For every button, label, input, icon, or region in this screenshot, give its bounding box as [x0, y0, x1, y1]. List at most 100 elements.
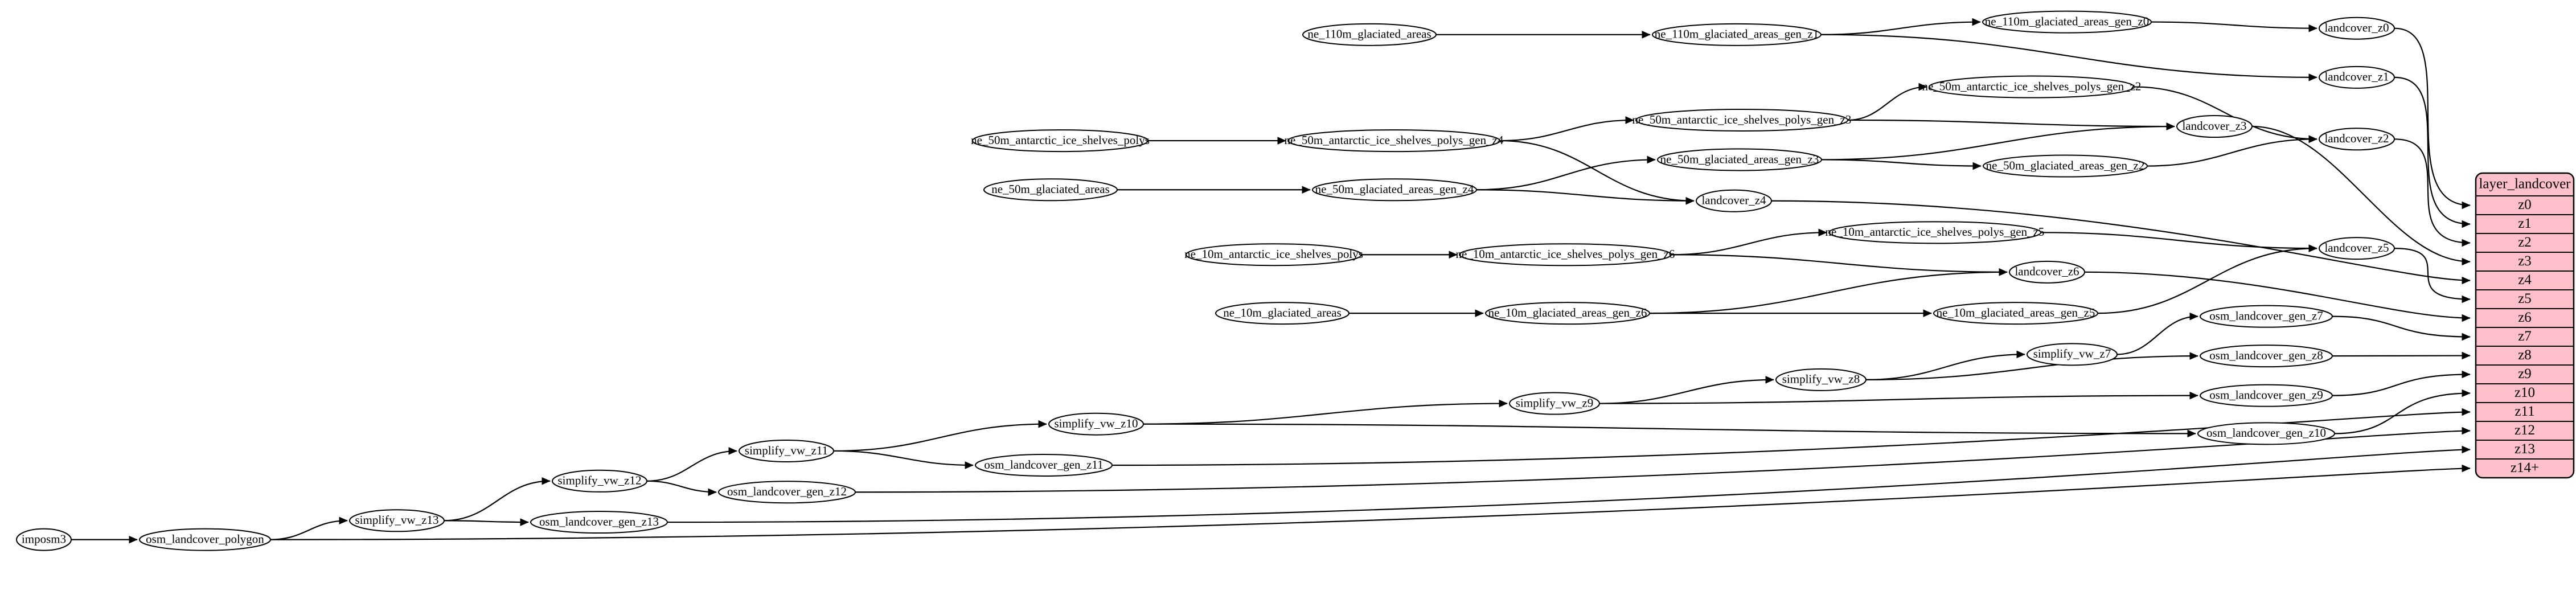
- graph-node-ne-110m-glaciated-areas[interactable]: ne_110m_glaciated_areas: [1302, 23, 1437, 46]
- table-row-label: z0: [2518, 197, 2532, 212]
- graph-node-simplify-vw-z12[interactable]: simplify_vw_z12: [552, 469, 647, 493]
- graph-node-label: ne_50m_glaciated_areas: [991, 182, 1110, 196]
- graph-node-ne-50m-antarctic-ice-shelves-polys-gen-z3[interactable]: ne_50m_antarctic_ice_shelves_polys_gen_z…: [1632, 108, 1852, 132]
- graph-node-ne-50m-glaciated-areas-gen-z3[interactable]: ne_50m_glaciated_areas_gen_z3: [1657, 148, 1822, 171]
- graph-node-ne-10m-antarctic-ice-shelves-polys[interactable]: ne_10m_antarctic_ice_shelves_polys: [1184, 243, 1363, 266]
- graph-node-landcover-z5[interactable]: landcover_z5: [2319, 237, 2395, 260]
- graph-edge: [2147, 135, 2317, 167]
- table-row[interactable]: z5: [2476, 289, 2574, 309]
- table-row[interactable]: z1: [2476, 214, 2574, 234]
- graph-node-osm-landcover-gen-z13[interactable]: osm_landcover_gen_z13: [530, 511, 668, 534]
- graph-edge: [1820, 18, 1981, 35]
- graph-node-label: ne_110m_glaciated_areas_gen_z1: [1655, 27, 1819, 41]
- table-row[interactable]: z0: [2476, 195, 2574, 215]
- graph-node-landcover-z4[interactable]: landcover_z4: [1696, 189, 1772, 212]
- graph-edge: [1820, 34, 2317, 81]
- graph-edge: [1847, 119, 2175, 130]
- graph-node-landcover-z3[interactable]: landcover_z3: [2176, 115, 2253, 138]
- graph-node-label: ne_10m_antarctic_ice_shelves_polys: [1184, 247, 1363, 261]
- graph-node-ne-10m-antarctic-ice-shelves-polys-gen-z6[interactable]: ne_10m_antarctic_ice_shelves_polys_gen_z…: [1456, 243, 1675, 266]
- graph-node-landcover-z2[interactable]: landcover_z2: [2319, 128, 2395, 151]
- graph-node-simplify-vw-z10[interactable]: simplify_vw_z10: [1048, 412, 1144, 436]
- table-row-label: z13: [2515, 441, 2535, 457]
- graph-node-ne-50m-antarctic-ice-shelves-polys[interactable]: ne_50m_antarctic_ice_shelves_polys: [971, 129, 1150, 153]
- graph-edge: [270, 516, 348, 540]
- table-row[interactable]: z14+: [2476, 458, 2574, 478]
- graph-node-label: osm_landcover_gen_z12: [727, 485, 847, 498]
- table-row-label: z8: [2518, 347, 2532, 363]
- graph-edge: [444, 477, 551, 522]
- graph-node-ne-50m-glaciated-areas-gen-z4[interactable]: ne_50m_glaciated_areas_gen_z4: [1312, 178, 1477, 202]
- graph-node-ne-110m-glaciated-areas-gen-z1[interactable]: ne_110m_glaciated_areas_gen_z1: [1652, 23, 1822, 46]
- graph-edge: [2394, 138, 2471, 247]
- table-row[interactable]: z9: [2476, 364, 2574, 384]
- graph-node-osm-landcover-gen-z10[interactable]: osm_landcover_gen_z10: [2197, 422, 2335, 445]
- graph-node-label: landcover_z0: [2324, 21, 2389, 35]
- graph-node-simplify-vw-z8[interactable]: simplify_vw_z8: [1775, 368, 1867, 391]
- table-row-label: z2: [2518, 235, 2532, 250]
- table-row[interactable]: z11: [2476, 402, 2574, 422]
- graph-node-label: ne_50m_glaciated_areas_gen_z3: [1660, 152, 1819, 166]
- graph-node-ne-50m-glaciated-areas[interactable]: ne_50m_glaciated_areas: [983, 178, 1118, 202]
- graph-node-ne-10m-antarctic-ice-shelves-polys-gen-z5[interactable]: ne_10m_antarctic_ice_shelves_polys_gen_z…: [1826, 221, 2045, 244]
- graph-node-ne-10m-glaciated-areas[interactable]: ne_10m_glaciated_areas: [1215, 302, 1349, 325]
- graph-node-ne-10m-glaciated-areas-gen-z6[interactable]: ne_10m_glaciated_areas_gen_z6: [1485, 302, 1650, 325]
- table-row[interactable]: z3: [2476, 252, 2574, 272]
- table-row[interactable]: z7: [2476, 327, 2574, 347]
- graph-node-landcover-z1[interactable]: landcover_z1: [2319, 65, 2395, 89]
- graph-node-ne-110m-glaciated-areas-gen-z0[interactable]: ne_110m_glaciated_areas_gen_z0: [1982, 10, 2152, 34]
- graph-node-ne-50m-glaciated-areas-gen-z2[interactable]: ne_50m_glaciated_areas_gen_z2: [1983, 154, 2148, 178]
- graph-node-simplify-vw-z11[interactable]: simplify_vw_z11: [739, 439, 834, 462]
- graph-node-simplify-vw-z13[interactable]: simplify_vw_z13: [349, 509, 445, 532]
- table-row[interactable]: z4: [2476, 270, 2574, 290]
- table-row[interactable]: z2: [2476, 233, 2574, 253]
- graph-edge: [1476, 189, 1695, 205]
- graph-node-label: landcover_z4: [1701, 194, 1766, 207]
- table-row[interactable]: z8: [2476, 346, 2574, 366]
- graph-node-landcover-z0[interactable]: landcover_z0: [2319, 17, 2395, 40]
- graph-edge: [1821, 122, 2175, 161]
- graph-node-osm-landcover-gen-z7[interactable]: osm_landcover_gen_z7: [2200, 305, 2333, 328]
- graph-edge: [1476, 155, 1656, 191]
- graph-node-label: osm_landcover_gen_z11: [984, 458, 1103, 471]
- graph-node-osm-landcover-gen-z9[interactable]: osm_landcover_gen_z9: [2200, 384, 2333, 407]
- graph-edge: [646, 480, 717, 497]
- graph-edge: [1865, 352, 2198, 380]
- table-row[interactable]: z6: [2476, 308, 2574, 328]
- graph-node-ne-50m-antarctic-ice-shelves-polys-gen-z2[interactable]: ne_50m_antarctic_ice_shelves_polys_gen_z…: [1922, 75, 2142, 99]
- graph-edge: [1599, 391, 2198, 404]
- graph-edge: [2097, 244, 2317, 314]
- node-layer: ne_110m_glaciated_areas ne_110m_glaciated…: [16, 10, 2395, 551]
- graph-edge: [1821, 159, 1982, 170]
- graph-edge: [1143, 423, 2196, 438]
- graph-edge: [1499, 116, 1634, 142]
- table-row-label: z10: [2515, 385, 2535, 400]
- graph-node-imposm3[interactable]: imposm3: [16, 528, 72, 551]
- graph-node-osm-landcover-polygon[interactable]: osm_landcover_polygon: [139, 528, 271, 551]
- graph-edge: [1671, 228, 1827, 256]
- graph-node-osm-landcover-gen-z11[interactable]: osm_landcover_gen_z11: [975, 453, 1113, 477]
- table-row[interactable]: z10: [2476, 383, 2574, 403]
- graph-node-label: ne_10m_glaciated_areas: [1223, 306, 1342, 319]
- graph-node-simplify-vw-z7[interactable]: simplify_vw_z7: [2027, 343, 2118, 366]
- graph-node-ne-50m-antarctic-ice-shelves-polys-gen-z4[interactable]: ne_50m_antarctic_ice_shelves_polys_gen_z…: [1285, 129, 1504, 153]
- graph-node-landcover-z6[interactable]: landcover_z6: [2009, 260, 2085, 284]
- graph-node-label: ne_50m_antarctic_ice_shelves_polys_gen_z…: [1632, 113, 1852, 126]
- graph-node-label: landcover_z1: [2324, 70, 2389, 84]
- graph-node-osm-landcover-gen-z8[interactable]: osm_landcover_gen_z8: [2200, 345, 2333, 368]
- graph-node-label: osm_landcover_polygon: [146, 532, 264, 546]
- graph-node-ne-10m-glaciated-areas-gen-z5[interactable]: ne_10m_glaciated_areas_gen_z5: [1933, 302, 2098, 325]
- graph-edge: [2151, 21, 2317, 32]
- table-row[interactable]: z13: [2476, 440, 2574, 460]
- graph-node-label: osm_landcover_gen_z9: [2209, 388, 2323, 401]
- graph-node-osm-landcover-gen-z12[interactable]: osm_landcover_gen_z12: [718, 481, 856, 504]
- graph-node-label: ne_50m_antarctic_ice_shelves_polys: [971, 133, 1150, 147]
- table-row[interactable]: z12: [2476, 421, 2574, 441]
- graph-node-simplify-vw-z9[interactable]: simplify_vw_z9: [1509, 392, 1600, 415]
- graph-node-label: simplify_vw_z10: [1055, 417, 1138, 430]
- graph-edge: [2394, 248, 2471, 304]
- graph-node-label: landcover_z3: [2182, 119, 2246, 133]
- graph-edge: [2334, 389, 2471, 434]
